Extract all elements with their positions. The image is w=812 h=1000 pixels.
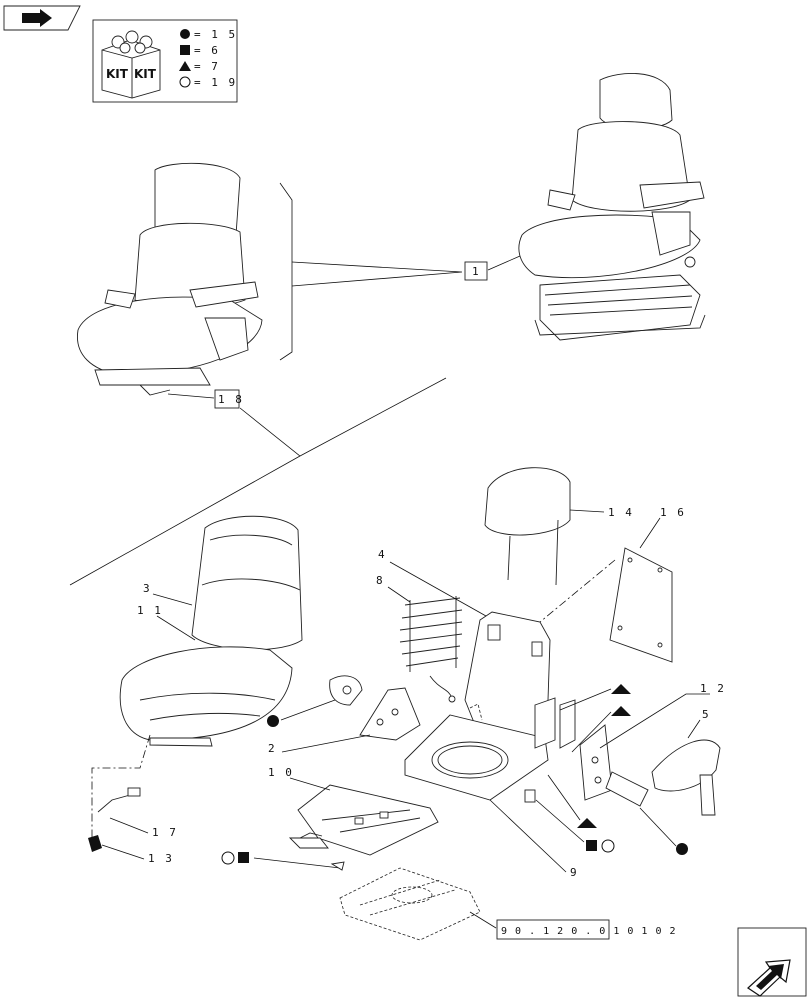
- kit-marker-square: [238, 852, 249, 863]
- callout-18-label: 1 8: [218, 393, 244, 406]
- group-bracket-line: [279, 182, 293, 361]
- callout-2: 2: [268, 742, 277, 755]
- callout-8: 8: [376, 574, 385, 587]
- part-12-armrest-bracket: [579, 724, 613, 801]
- callout-4: 4: [378, 548, 387, 561]
- kit-label-left: KIT: [106, 67, 129, 81]
- kit-marker-triangle-1: [611, 684, 631, 694]
- part-2-bracket: [329, 675, 421, 741]
- callout-12: 1 2: [700, 682, 726, 695]
- part-10-slide-rail-base: [288, 784, 439, 856]
- kit-marker-triangle-3: [577, 818, 597, 828]
- complete-seat-assembly: [518, 72, 706, 341]
- kit-marker-open-circle-2: [601, 839, 615, 853]
- kit-legend: KIT KIT = 1 5 = 6 = 7 = 1 9: [92, 19, 238, 103]
- reference-box[interactable]: 9 0 . 1 2 0 . 0 1 0 1 0 2: [496, 919, 677, 940]
- callout-3: 3: [143, 582, 152, 595]
- filled-triangle-icon: [179, 61, 191, 71]
- kit-marker-open-circle: [221, 851, 235, 865]
- part-8-lumbar-support: [399, 596, 463, 703]
- part-3-backrest-cover: [191, 515, 303, 651]
- callout-13: 1 3: [148, 852, 174, 865]
- callout-14: 1 4: [608, 506, 634, 519]
- callout-17: 1 7: [152, 826, 178, 839]
- next-page-arrow-icon[interactable]: [737, 927, 807, 997]
- part-9-seat-pan: [404, 697, 576, 803]
- open-circle-icon: [179, 76, 191, 88]
- part-17-wire-harness: [97, 787, 141, 813]
- legend-row-3: = 7: [194, 60, 220, 73]
- part-13-switch: [88, 835, 102, 852]
- reference-box-label: 9 0 . 1 2 0 . 0 1 0 1 0 2: [501, 926, 677, 937]
- legend-row-2: = 6: [194, 44, 220, 57]
- callout-1[interactable]: 1: [464, 261, 488, 281]
- legend-row-4: = 1 9: [194, 76, 237, 89]
- part-16-back-panel: [609, 547, 673, 663]
- callout-18-leader: [239, 377, 447, 457]
- callout-1-leader: [291, 261, 463, 287]
- part-11-seat-cushion: [119, 646, 293, 747]
- callout-16: 1 6: [660, 506, 686, 519]
- callout-18[interactable]: 1 8: [214, 389, 244, 409]
- part-14-headrest: [484, 467, 571, 586]
- callout-9: 9: [570, 866, 579, 879]
- kit-label-right: KIT: [134, 67, 157, 81]
- part-5-armrest: [605, 739, 721, 816]
- kit-box-icon: KIT KIT: [101, 30, 161, 99]
- kit-marker-circle-2: [676, 843, 688, 855]
- callout-11: 1 1: [137, 604, 163, 617]
- filled-circle-icon: [180, 29, 190, 39]
- seat-upper-assembly: [77, 162, 263, 396]
- callout-5: 5: [702, 708, 711, 721]
- kit-marker-triangle-2: [611, 706, 631, 716]
- filled-square-icon: [180, 45, 190, 55]
- callout-10: 1 0: [268, 766, 294, 779]
- previous-page-arrow-icon[interactable]: [3, 5, 81, 31]
- kit-marker-square-2: [586, 840, 597, 851]
- kit-marker-circle: [267, 715, 279, 727]
- referenced-base-dotted: [339, 867, 481, 941]
- callout-1-label: 1: [472, 265, 481, 278]
- legend-row-1: = 1 5: [194, 28, 237, 41]
